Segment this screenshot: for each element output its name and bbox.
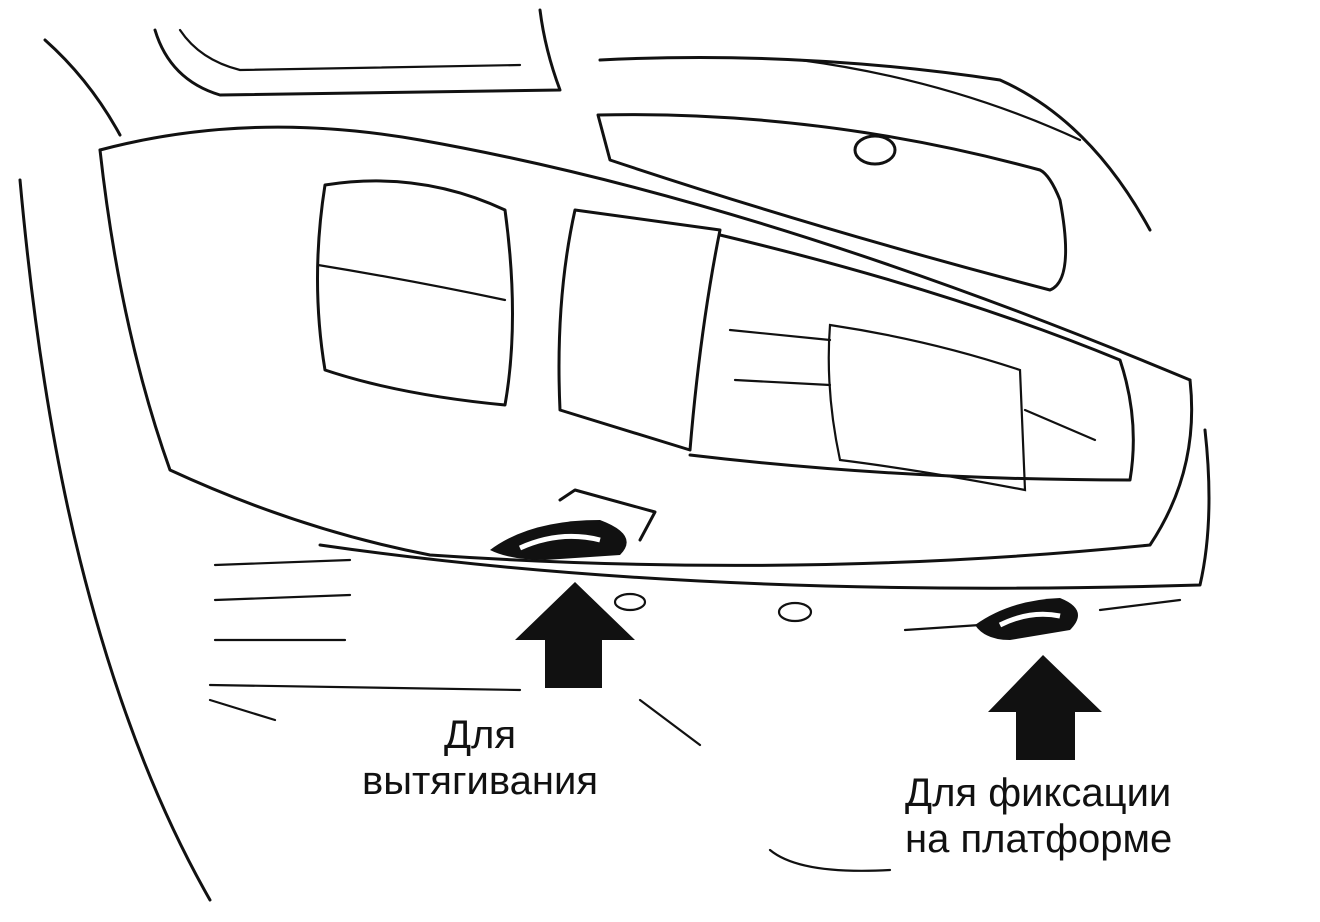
- lower-vent: [208, 558, 522, 722]
- label-fix-line-1: Для фиксации: [905, 771, 1172, 815]
- tow-hook-pull-icon: [490, 520, 627, 560]
- crossbar: [728, 328, 1097, 442]
- hood-edge-right: [598, 56, 1152, 232]
- fog-light-left: [316, 179, 514, 407]
- arrow-up-pull-icon: [515, 582, 635, 688]
- grille: [596, 113, 1068, 292]
- bumper-bottom: [318, 428, 1211, 590]
- tow-hook-left-bracket: [558, 488, 657, 542]
- center-opening: [557, 208, 722, 452]
- hole-left: [613, 592, 647, 612]
- hood-line: [153, 8, 562, 97]
- label-for-platform-fixing: Для фиксации на платформе: [905, 770, 1172, 862]
- grille-opening: [688, 233, 1135, 482]
- label-fix-line-2: на платформе: [905, 817, 1173, 861]
- ground-curve: [768, 848, 892, 872]
- fog-light-divider: [316, 263, 507, 302]
- hood-edge-right-2: [798, 58, 1082, 142]
- bumper-left: [98, 148, 1194, 567]
- left-wheel-arch: [43, 38, 122, 137]
- label-pull-line-1: Для: [443, 713, 517, 757]
- brand-logo-icon: [853, 134, 897, 166]
- label-for-pulling: Для вытягивания: [330, 712, 630, 804]
- underbody-lines: [638, 598, 1182, 747]
- license-plate: [827, 323, 1027, 492]
- arrow-up-fix-icon: [988, 655, 1102, 760]
- hood-line-inner: [178, 28, 522, 72]
- label-pull-line-2: вытягивания: [361, 759, 599, 803]
- left-fender-line: [18, 178, 212, 902]
- tow-hook-fix-icon: [975, 598, 1078, 640]
- hole-center: [777, 601, 813, 623]
- bumper-top: [98, 125, 1192, 382]
